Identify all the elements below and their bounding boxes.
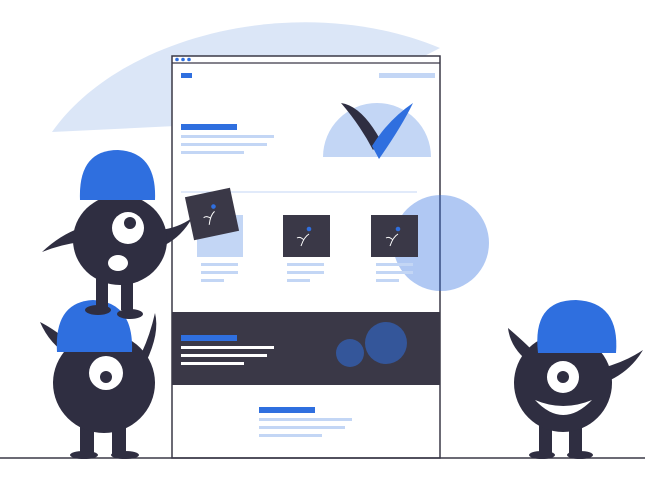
monster-arm (142, 313, 157, 362)
hero-text-line (181, 151, 244, 154)
image-icon (296, 226, 312, 247)
nav-links-bar (379, 73, 435, 78)
browser-window (171, 55, 489, 459)
monster-pupil (100, 371, 112, 383)
monster-hat (537, 300, 617, 353)
monster-arm (508, 328, 530, 358)
monster-arm (602, 350, 643, 382)
dark-banner (172, 312, 440, 385)
feature-card (371, 215, 418, 282)
hero-text-line (181, 135, 274, 138)
banner-circle-large (365, 322, 407, 364)
monster-pupil (124, 217, 136, 229)
feature-card-line (376, 279, 399, 282)
monster-top-left (42, 150, 192, 319)
banner-text-line (181, 354, 267, 357)
browser-dots-icon (175, 57, 191, 62)
monster-hat (56, 300, 133, 352)
feature-card-line (201, 279, 224, 282)
monster-arm (160, 218, 192, 245)
monster-foot (567, 451, 593, 459)
footer-heading-bar (259, 407, 315, 413)
monster-foot (529, 451, 555, 459)
banner-heading-bar (181, 335, 237, 341)
feature-card-line (376, 271, 413, 274)
check-blue-stroke (372, 103, 413, 159)
feature-card-line (287, 271, 324, 274)
monster-bottom-left (40, 300, 157, 459)
banner-text-line (181, 362, 244, 365)
feature-card-line (287, 263, 324, 266)
hero-text-line (181, 143, 267, 146)
monster-mouth (108, 255, 128, 271)
footer-text-line (259, 426, 345, 429)
banner-circle-small (336, 339, 364, 367)
banner-text-line (181, 346, 274, 349)
feature-card-line (201, 271, 238, 274)
gauge-check-icon (323, 103, 431, 159)
monster-right (508, 300, 643, 459)
monster-mouth (535, 400, 592, 415)
nav-logo-block (181, 73, 192, 78)
monster-pupil (557, 371, 569, 383)
footer-text-line (259, 434, 322, 437)
feature-card-line (201, 263, 238, 266)
image-icon (385, 226, 401, 247)
feature-card-image (371, 215, 418, 257)
monster-hat (79, 150, 156, 200)
check-dark-stroke (341, 103, 381, 150)
feature-card (283, 215, 330, 282)
monster-arm (42, 228, 82, 252)
monster-foot (70, 451, 98, 459)
held-image-card (184, 187, 240, 241)
monster-foot (117, 309, 143, 319)
monster-foot (111, 451, 139, 459)
image-icon (203, 204, 216, 225)
hero-heading-bar (181, 124, 237, 130)
monster-foot (85, 305, 111, 315)
footer-text-line (259, 418, 352, 421)
feature-card-line (287, 279, 310, 282)
feature-card-line (376, 263, 413, 266)
